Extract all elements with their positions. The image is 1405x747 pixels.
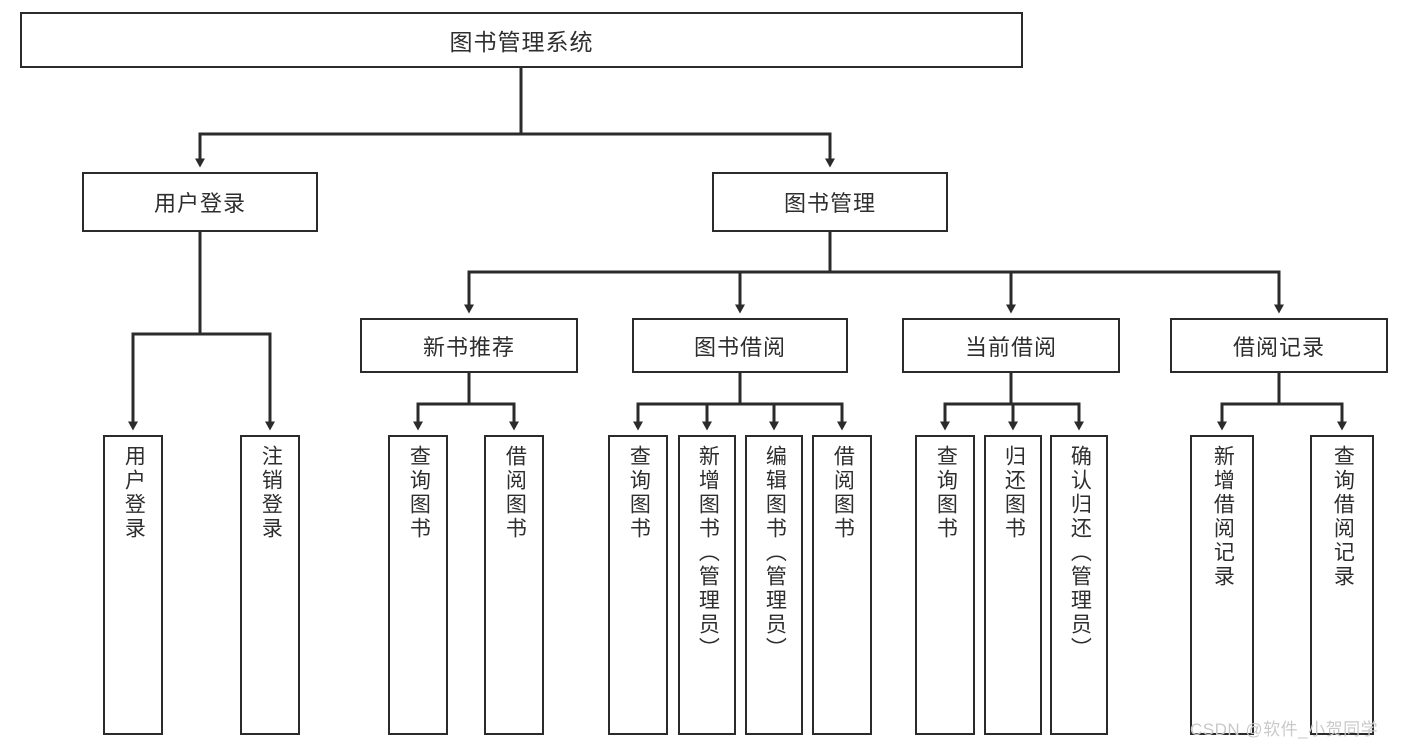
node-borrow-record[interactable]: 借阅记录	[1170, 318, 1388, 373]
leaf-label: 注销登录	[259, 445, 283, 541]
leaf-user-login[interactable]: 用户登录	[103, 435, 163, 735]
leaf-borrow-book-2[interactable]: 借阅图书	[812, 435, 872, 735]
node-book-borrow[interactable]: 图书借阅	[632, 318, 848, 373]
leaf-label: 新增借阅记录	[1211, 445, 1235, 589]
leaf-label: 查询图书	[407, 445, 431, 541]
leaf-query-borrow-record[interactable]: 查询借阅记录	[1310, 435, 1374, 735]
leaf-logout[interactable]: 注销登录	[240, 435, 300, 735]
node-book-management[interactable]: 图书管理	[712, 172, 948, 232]
leaf-add-borrow-record[interactable]: 新增借阅记录	[1190, 435, 1254, 735]
leaf-query-book-1[interactable]: 查询图书	[388, 435, 448, 735]
leaf-confirm-return-admin[interactable]: 确认归还（管理员）	[1050, 435, 1108, 735]
leaf-label: 查询借阅记录	[1331, 445, 1355, 589]
leaf-label: 编辑图书（管理员）	[763, 445, 787, 661]
node-user-login[interactable]: 用户登录	[82, 172, 318, 232]
node-current-borrow[interactable]: 当前借阅	[902, 318, 1120, 373]
leaf-label: 借阅图书	[503, 445, 527, 541]
leaf-label: 查询图书	[934, 445, 958, 541]
leaf-query-book-3[interactable]: 查询图书	[915, 435, 975, 735]
node-root-system[interactable]: 图书管理系统	[20, 12, 1023, 68]
leaf-label: 归还图书	[1002, 445, 1026, 541]
leaf-label: 确认归还（管理员）	[1068, 445, 1092, 661]
leaf-add-book-admin[interactable]: 新增图书（管理员）	[678, 435, 736, 735]
leaf-label: 用户登录	[122, 445, 146, 541]
leaf-query-book-2[interactable]: 查询图书	[608, 435, 668, 735]
leaf-return-book[interactable]: 归还图书	[984, 435, 1042, 735]
node-new-book-recommend[interactable]: 新书推荐	[360, 318, 578, 373]
leaf-borrow-book-1[interactable]: 借阅图书	[484, 435, 544, 735]
leaf-edit-book-admin[interactable]: 编辑图书（管理员）	[745, 435, 803, 735]
leaf-label: 查询图书	[627, 445, 651, 541]
leaf-label: 借阅图书	[831, 445, 855, 541]
csdn-watermark: CSDN @软件_小贺同学	[1190, 720, 1379, 739]
leaf-label: 新增图书（管理员）	[696, 445, 720, 661]
